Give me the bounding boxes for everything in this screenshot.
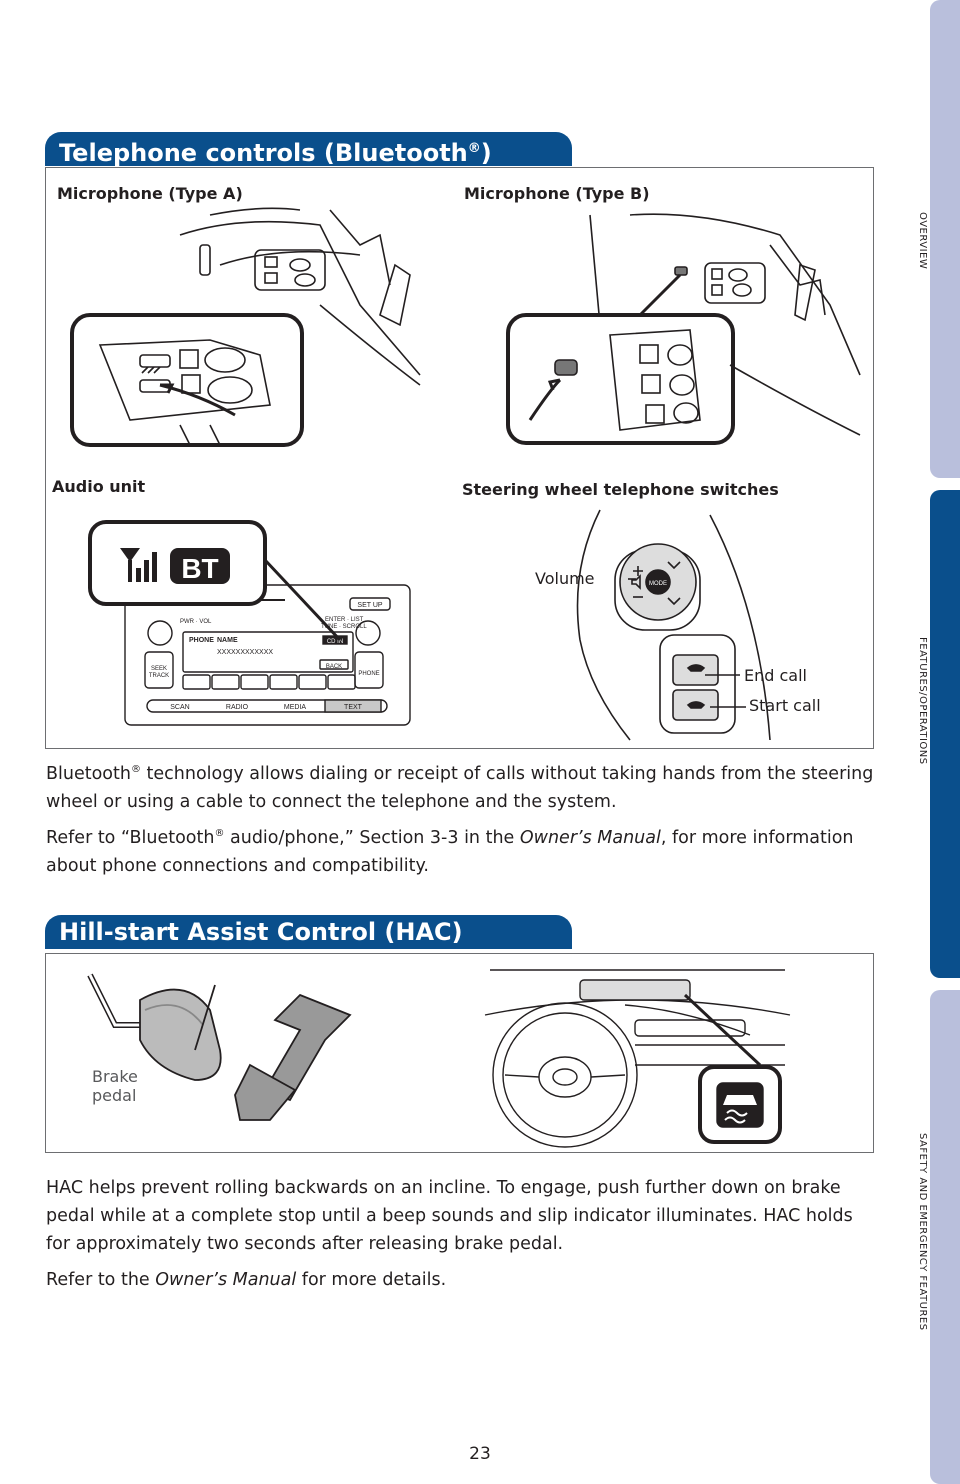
radio-track: TRACK (149, 673, 169, 679)
hac-para2-owners-manual: Owner’s Manual (155, 1270, 297, 1290)
caption-steering-switches: Steering wheel telephone switches (462, 480, 779, 499)
para2-registered: ® (214, 828, 225, 839)
page-number: 23 (469, 1444, 491, 1464)
radio-media: MEDIA (284, 704, 307, 711)
hac-paragraph-1: HAC helps prevent rolling backwards on a… (46, 1178, 853, 1254)
side-label-overview: OVERVIEW (917, 212, 928, 270)
bt-badge (170, 548, 230, 584)
radio-preset-buttons (182, 674, 356, 690)
signal-bars-icon (120, 548, 157, 582)
microphone-type-a-illustration (70, 207, 421, 447)
para2-refer: Refer to “Bluetooth (46, 827, 215, 848)
label-pedal: pedal (92, 1086, 137, 1105)
steering-wheel-switches-illustration: MODE (576, 509, 771, 741)
bt-badge-label: BT (181, 553, 218, 584)
caption-mic-b: Microphone (Type B) (464, 184, 650, 203)
section-title-telephone: Telephone controls (Bluetooth®) (45, 132, 572, 167)
radio-seek: SEEK (151, 666, 167, 672)
side-label-features: FEATURES/OPERATIONS (917, 637, 928, 765)
label-end-call: End call (744, 666, 807, 685)
radio-scan: SCAN (170, 704, 189, 711)
telephone-title-end: ) (480, 139, 492, 167)
telephone-paragraph-2: Refer to “Bluetooth® audio/phone,” Secti… (46, 820, 876, 880)
para2-text: audio/phone,” Section 3-3 in the (224, 827, 520, 848)
radio-setup-label: SET UP (357, 602, 382, 609)
brake-pedal-illustration (87, 973, 352, 1121)
tab-safety[interactable] (930, 990, 960, 1484)
para2-text-end: , for more information about phone conne… (46, 827, 854, 876)
telephone-title-text: Telephone controls (Bluetooth (59, 139, 468, 167)
side-label-safety: SAFETY AND EMERGENCY FEATURES (917, 1133, 928, 1331)
hac-para2-end: for more details. (296, 1270, 447, 1290)
radio-radio: RADIO (226, 704, 249, 711)
para1-text: technology allows dialing or receipt of … (46, 763, 874, 812)
label-brake: Brake (92, 1067, 138, 1086)
radio-tune-scroll-label: TUNE · SCROLL (321, 624, 367, 630)
registered-mark: ® (467, 141, 481, 156)
radio-phone-button: PHONE (358, 671, 379, 677)
para1-bluetooth: Bluetooth (46, 763, 131, 784)
hac-figure-box (45, 953, 874, 1153)
caption-audio-unit: Audio unit (52, 477, 146, 496)
tab-features-operations[interactable] (930, 490, 960, 978)
label-start-call: Start call (749, 696, 821, 715)
telephone-figure-box (45, 167, 874, 749)
audio-unit-illustration: SET UP PWR · VOL ENTER · LIST TUNE · SCR… (88, 520, 411, 726)
radio-display-number: XXXXXXXXXXXX (217, 649, 273, 656)
hac-para2-refer: Refer to the (46, 1270, 156, 1290)
radio-display-name: NAME (217, 637, 238, 644)
para1-registered: ® (130, 764, 141, 775)
telephone-paragraph-1: Bluetooth® technology allows dialing or … (46, 756, 876, 816)
radio-enter-list-label: ENTER · LIST (325, 617, 364, 623)
steering-mode-label: MODE (649, 581, 667, 587)
microphone-type-b-illustration (506, 213, 861, 445)
caption-mic-a: Microphone (Type A) (57, 184, 243, 203)
dashboard-illustration (484, 969, 791, 1148)
radio-display-phone: PHONE (189, 637, 214, 644)
tab-overview[interactable] (930, 0, 960, 478)
label-volume: Volume (535, 569, 595, 588)
radio-cd-in: CD IN (327, 639, 343, 645)
radio-text: TEXT (344, 704, 363, 711)
radio-pwr-vol-label: PWR · VOL (180, 619, 212, 625)
hac-paragraph-2: Refer to the Owner’s Manual for more det… (46, 1266, 876, 1294)
radio-back: BACK (326, 664, 342, 670)
para2-owners-manual: Owner’s Manual (519, 827, 661, 848)
section-title-hac: Hill-start Assist Control (HAC) (45, 915, 572, 949)
